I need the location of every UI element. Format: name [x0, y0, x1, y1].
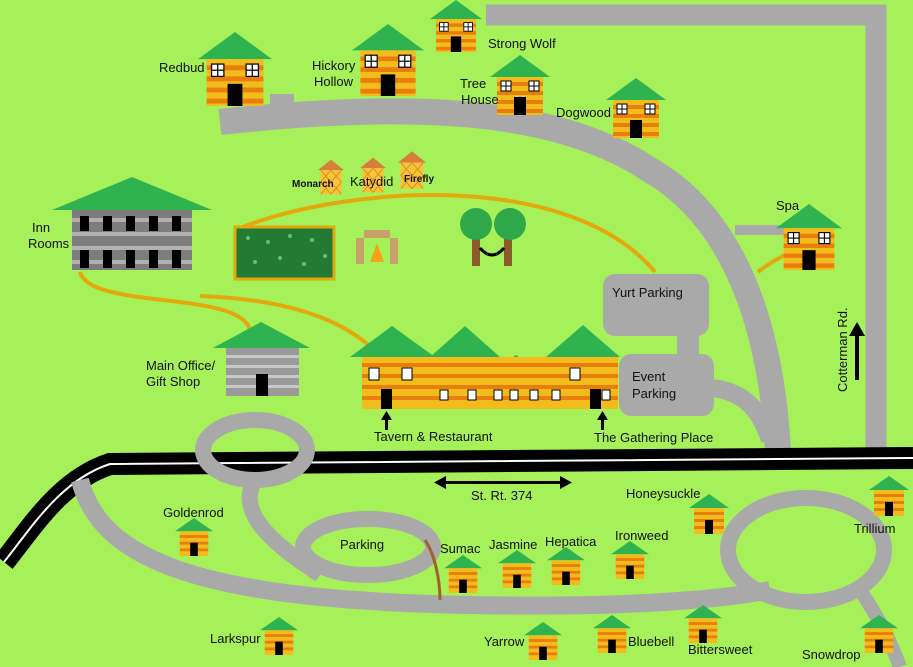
st-rt-374-label: St. Rt. 374	[471, 488, 532, 503]
yarrow-label: Yarrow	[484, 634, 525, 649]
inn-rooms-label-line2: Rooms	[28, 236, 70, 251]
bluebell-label: Bluebell	[628, 634, 674, 649]
dogwood-label: Dogwood	[556, 105, 611, 120]
yurt-parking-lot	[603, 274, 709, 336]
main-office-label: Main Office/ Gift Shop	[146, 358, 219, 389]
hammock-trees	[460, 208, 526, 266]
katydid-label: Katydid	[350, 174, 393, 189]
inn-rooms-building	[52, 177, 212, 270]
event-parking-lot	[619, 354, 714, 416]
cotterman-north-arrow	[849, 322, 865, 380]
tavern-label: Tavern & Restaurant	[374, 429, 493, 444]
firefly-label: Firefly	[404, 174, 434, 185]
main-office-label-line2: Gift Shop	[146, 374, 200, 389]
snowdrop-label: Snowdrop	[802, 647, 861, 662]
pond	[233, 225, 336, 281]
jasmine-label: Jasmine	[489, 537, 537, 552]
ironweed-label: Ironweed	[615, 528, 668, 543]
cotterman-road-label: Cotterman Rd.	[835, 307, 850, 392]
sumac-trail	[423, 539, 442, 601]
tavern-arrow	[381, 411, 392, 430]
bittersweet-label: Bittersweet	[688, 642, 753, 657]
tree-house-label-line1: Tree	[460, 76, 486, 91]
honeysuckle-label: Honeysuckle	[626, 486, 700, 501]
tree-house-label-line2: House	[461, 92, 499, 107]
monarch-label: Monarch	[292, 179, 334, 190]
fire-pit	[356, 230, 398, 264]
inn-rooms-label: Inn Rooms	[28, 220, 70, 251]
st-rt-374-direction-arrow	[434, 476, 572, 489]
redbud-label: Redbud	[159, 60, 205, 75]
tree-house-label: Tree House	[460, 76, 499, 107]
main-office-building	[213, 322, 310, 396]
inn-rooms-label-line1: Inn	[32, 220, 50, 235]
hickory-hollow-label-line1: Hickory	[312, 58, 356, 73]
tavern-and-gathering-building	[350, 325, 620, 409]
event-parking-label-line1: Event	[632, 369, 666, 384]
parking-label: Parking	[340, 537, 384, 552]
trillium-label: Trillium	[854, 521, 895, 536]
gathering-arrow	[597, 411, 608, 430]
state-route-374	[0, 447, 913, 569]
upper-roads	[218, 4, 887, 453]
hickory-hollow-label: Hickory Hollow	[312, 58, 359, 89]
event-parking-label-line2: Parking	[632, 386, 676, 401]
event-parking-label: Event Parking	[632, 369, 676, 401]
hepatica-label: Hepatica	[545, 534, 597, 549]
strong-wolf-label: Strong Wolf	[488, 36, 556, 51]
hickory-hollow-label-line2: Hollow	[314, 74, 354, 89]
main-office-label-line1: Main Office/	[146, 358, 216, 373]
yurt-parking-label: Yurt Parking	[612, 285, 683, 300]
pond-reeds	[246, 234, 327, 266]
sumac-label: Sumac	[440, 541, 481, 556]
gathering-place-label: The Gathering Place	[594, 430, 713, 445]
larkspur-label: Larkspur	[210, 631, 261, 646]
spa-label: Spa	[776, 198, 800, 213]
goldenrod-label: Goldenrod	[163, 505, 224, 520]
